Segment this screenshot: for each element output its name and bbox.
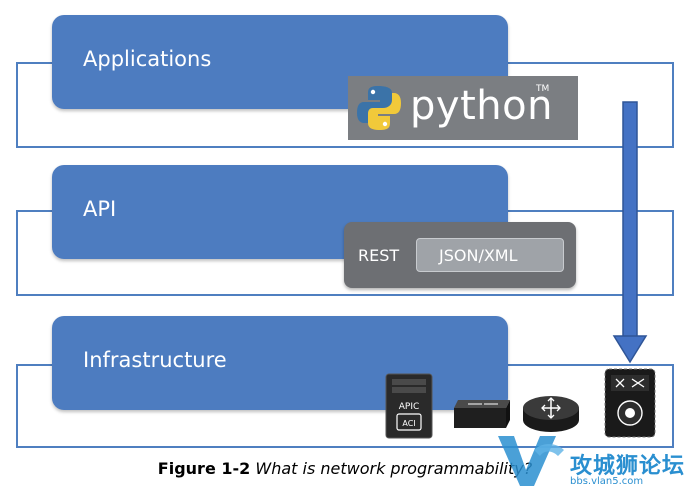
python-logo: python bbox=[348, 76, 578, 140]
switch-icon bbox=[454, 400, 510, 428]
python-wordmark: python bbox=[410, 83, 553, 129]
api-format-box: REST JSON/XML bbox=[344, 222, 576, 288]
python-snake-icon bbox=[357, 86, 401, 130]
applications-frame-right bbox=[672, 62, 674, 148]
api-frame-left bbox=[16, 210, 18, 296]
figure-number: Figure 1-2 bbox=[157, 459, 251, 478]
watermark-logo-icon bbox=[498, 436, 564, 486]
infrastructure-frame-left bbox=[16, 364, 18, 448]
api-label: API bbox=[83, 197, 117, 221]
down-arrow-icon bbox=[612, 101, 648, 364]
applications-label: Applications bbox=[83, 47, 212, 71]
watermark-name: 攻城狮论坛 bbox=[570, 454, 686, 479]
infrastructure-frame-right bbox=[672, 364, 674, 448]
api-frame-right bbox=[672, 210, 674, 296]
aci-label: ACI bbox=[402, 419, 415, 428]
python-trademark: TM bbox=[536, 84, 550, 94]
infrastructure-label: Infrastructure bbox=[83, 348, 227, 372]
watermark-url: bbs.vlan5.com bbox=[570, 476, 644, 487]
router-icon bbox=[523, 396, 579, 432]
spine-switch-icon bbox=[604, 368, 656, 438]
apic-label: APIC bbox=[399, 402, 420, 412]
apic-server-icon: APIC ACI bbox=[385, 373, 433, 439]
infrastructure-layer: Infrastructure bbox=[52, 316, 508, 410]
rest-label: REST bbox=[358, 246, 400, 265]
applications-frame-left bbox=[16, 62, 18, 148]
figure-caption: Figure 1-2 What is network programmabili… bbox=[0, 459, 690, 478]
figure-title: What is network programmability? bbox=[255, 459, 533, 478]
json-xml-label: JSON/XML bbox=[416, 238, 564, 272]
